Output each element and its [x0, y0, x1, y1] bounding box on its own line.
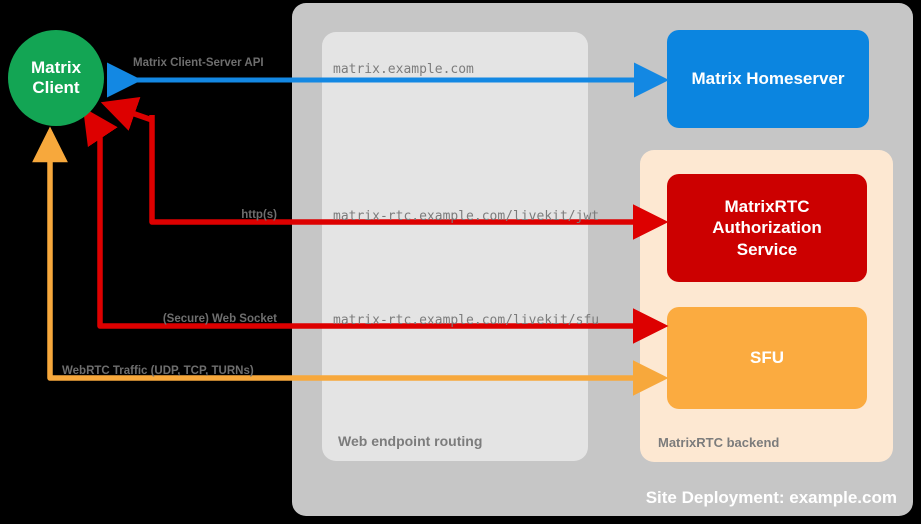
node-matrixrtc-authorization-service[interactable]: MatrixRTC Authorization Service — [667, 174, 867, 282]
node-sfu-label: SFU — [750, 348, 784, 367]
node-sfu[interactable]: SFU — [667, 307, 867, 409]
node-matrixrtc-authorization-service-label: MatrixRTC Authorization Service — [712, 197, 822, 259]
edge-label-matrix-client-server-api: Matrix Client-Server API — [133, 57, 264, 69]
edge-livekit-sfu — [82, 107, 669, 344]
node-matrix-client[interactable]: Matrix Client — [8, 30, 104, 126]
node-matrix-client-label: Matrix Client — [30, 58, 82, 97]
node-matrix-homeserver-label: Matrix Homeserver — [691, 69, 845, 88]
url-label-livekit-jwt: matrix-rtc.example.com/livekit/jwt — [333, 209, 600, 224]
node-matrix-homeserver[interactable]: Matrix Homeserver — [667, 30, 869, 128]
matrixrtc-backend-label: MatrixRTC backend — [658, 435, 780, 450]
web-endpoint-routing-container: Web endpoint routing — [322, 32, 588, 461]
url-label-livekit-sfu: matrix-rtc.example.com/livekit/sfu — [333, 313, 600, 328]
edge-webrtc-traffic — [32, 126, 669, 396]
web-endpoint-routing-label: Web endpoint routing — [338, 433, 483, 449]
edge-label-secure-web-socket: (Secure) Web Socket — [162, 313, 277, 325]
site-deployment-label: Site Deployment: example.com — [645, 488, 897, 507]
edge-label-https: http(s) — [241, 209, 277, 221]
url-label-matrix-example-com: matrix.example.com — [333, 62, 474, 77]
edge-label-webrtc-traffic: WebRTC Traffic (UDP, TCP, TURNs) — [62, 365, 254, 377]
edge-livekit-jwt — [100, 97, 669, 240]
